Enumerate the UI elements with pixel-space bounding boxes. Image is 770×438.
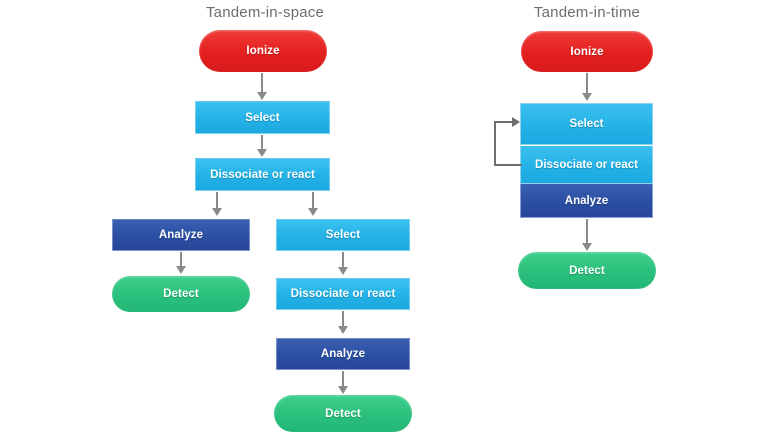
node-detect-time: Detect <box>518 252 656 289</box>
node-detect-left: Detect <box>112 276 250 312</box>
node-detect-right: Detect <box>274 395 412 432</box>
node-analyze-left: Analyze <box>112 219 250 251</box>
node-analyze-time: Analyze <box>520 184 653 218</box>
loop-segment-top <box>494 121 516 123</box>
arrow-head-select2-to-dissociate2 <box>338 267 348 275</box>
arrow-ionize-to-select <box>261 73 263 93</box>
node-ionize-space: Ionize <box>199 30 327 72</box>
arrow-select1-to-dissociate1 <box>261 135 263 150</box>
diagram-title-tandem-in-time: Tandem-in-time <box>533 4 641 21</box>
node-select-time: Select <box>520 103 653 145</box>
arrow-analyze-left-to-detect-left <box>180 252 182 267</box>
arrow-dissociate2-to-analyze-right <box>342 311 344 327</box>
arrow-head-ionize-to-select <box>257 92 267 100</box>
node-select-1: Select <box>195 101 330 134</box>
arrow-ionize-time-to-select <box>586 73 588 94</box>
arrow-dissociate1-to-analyze-left <box>216 192 218 209</box>
arrow-head-select1-to-dissociate1 <box>257 149 267 157</box>
arrow-head-dissociate2-to-analyze-right <box>338 326 348 334</box>
arrow-head-analyze-left-to-detect-left <box>176 266 186 274</box>
arrow-head-ionize-time-to-select <box>582 93 592 101</box>
node-ionize-time: Ionize <box>521 31 653 72</box>
node-dissociate-2: Dissociate or react <box>276 278 410 310</box>
loop-segment-vertical <box>494 121 496 166</box>
loop-segment-bottom <box>494 164 522 166</box>
loop-arrow-head <box>512 117 520 127</box>
diagram-title-tandem-in-space: Tandem-in-space <box>205 4 325 21</box>
arrow-dissociate1-to-select2 <box>312 192 314 209</box>
arrow-analyze-time-to-detect <box>586 219 588 244</box>
node-dissociate-time: Dissociate or react <box>520 146 653 184</box>
arrow-head-analyze-right-to-detect-right <box>338 386 348 394</box>
node-select-2: Select <box>276 219 410 251</box>
arrow-head-analyze-time-to-detect <box>582 243 592 251</box>
node-dissociate-1: Dissociate or react <box>195 158 330 191</box>
arrow-select2-to-dissociate2 <box>342 252 344 268</box>
node-analyze-right: Analyze <box>276 338 410 370</box>
arrow-analyze-right-to-detect-right <box>342 371 344 387</box>
arrow-head-dissociate1-to-select2 <box>308 208 318 216</box>
arrow-head-dissociate1-to-analyze-left <box>212 208 222 216</box>
